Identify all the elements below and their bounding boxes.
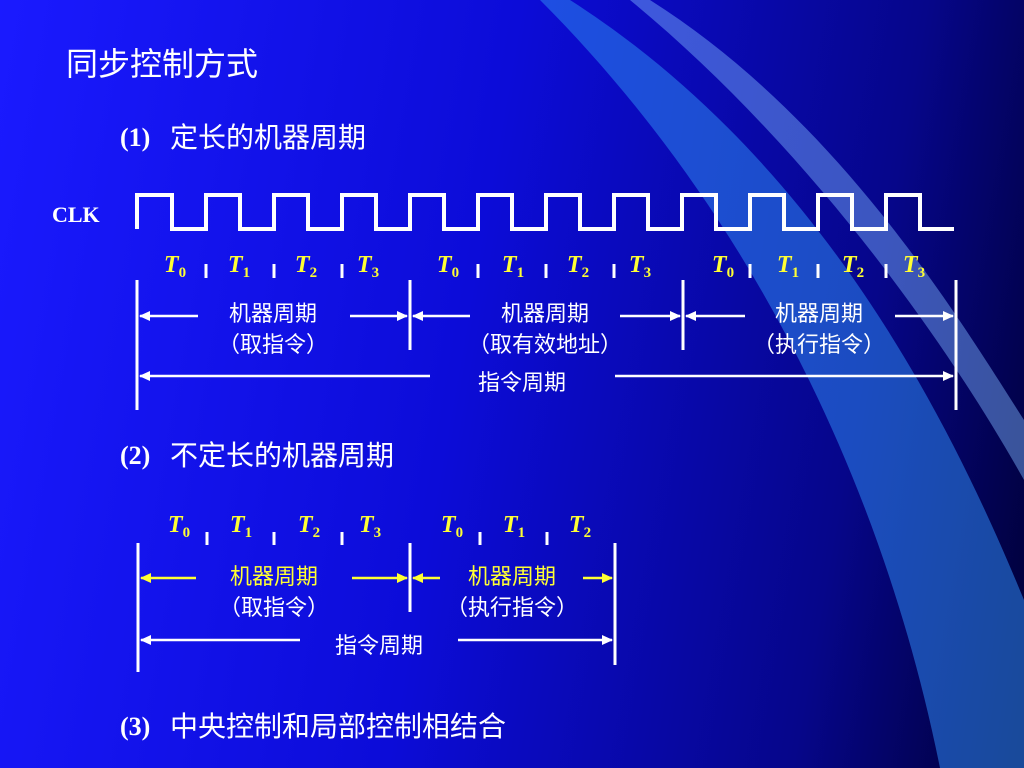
state-subscript: 1 [517,265,525,281]
state-subscript: 3 [372,265,380,281]
d2-cycle-1-label: 机器周期 [230,565,318,590]
state-label: T3 [357,252,379,281]
diagram-1-arrows [139,311,954,381]
section-1-heading: (1) 定长的机器周期 [120,121,366,154]
state-subscript: 1 [243,265,251,281]
d1-cycle-1-desc: （取指令） [218,333,328,358]
state-label: T0 [712,252,734,281]
clk-waveform [135,193,954,231]
state-label: T2 [567,252,589,281]
diagram-2-boundaries [136,543,617,672]
d1-instruction-cycle-label: 指令周期 [478,371,566,396]
d2-cycle-2-label: 机器周期 [468,565,556,590]
state-subscript: 0 [452,265,460,281]
d2-cycle-1-desc: （取指令） [219,596,329,621]
section-3-text: 中央控制和局部控制相结合 [170,710,506,743]
section-3-number: (3) [120,712,150,741]
state-subscript: 3 [374,525,382,541]
state-subscript: 1 [792,265,800,281]
diagram-2-state-labels: T0 T1 T2 T3 T0 T1 T2 [168,512,591,541]
section-2-text: 不定长的机器周期 [170,439,394,472]
d1-cycle-2-label: 机器周期 [501,302,589,327]
state-subscript: 2 [857,265,865,281]
state-subscript: 2 [582,265,590,281]
section-1-number: (1) [120,123,150,152]
diagram-1-cycle-labels: 机器周期 （取指令） 机器周期 （取有效地址） 机器周期 （执行指令） 指令周期 [218,302,885,396]
diagram-2-cycle-labels: 机器周期 （取指令） 机器周期 （执行指令） 指令周期 [219,565,578,659]
state-subscript: 1 [245,525,253,541]
state-subscript: 2 [584,525,592,541]
state-label: T0 [164,252,186,281]
state-subscript: 0 [727,265,735,281]
d1-cycle-3-desc: （执行指令） [753,333,885,358]
clk-label: CLK [52,202,100,227]
state-label: T2 [842,252,864,281]
state-label: T1 [502,252,524,281]
state-label: T3 [903,252,925,281]
section-2-heading: (2) 不定长的机器周期 [120,439,394,472]
state-label: T2 [569,512,591,541]
state-label: T1 [777,252,799,281]
state-subscript: 1 [518,525,526,541]
d2-cycle-2-desc: （执行指令） [446,596,578,621]
state-subscript: 2 [313,525,321,541]
state-subscript: 0 [456,525,464,541]
state-label: T3 [629,252,651,281]
section-1-text: 定长的机器周期 [170,121,366,154]
state-label: T1 [503,512,525,541]
state-label: T0 [168,512,190,541]
diagram-2-ticks [205,532,549,545]
state-subscript: 3 [644,265,652,281]
state-subscript: 0 [179,265,187,281]
state-label: T0 [441,512,463,541]
state-label: T2 [295,252,317,281]
diagram-1-ticks [204,264,888,278]
slide-title: 同步控制方式 [66,45,258,83]
state-label: T2 [298,512,320,541]
state-label: T3 [359,512,381,541]
state-subscript: 3 [918,265,926,281]
d1-cycle-1-label: 机器周期 [229,302,317,327]
diagram-1-state-labels: T0 T1 T2 T3 T0 T1 T2 T3 T0 T1 T2 T3 [164,252,925,281]
diagram-2-arrows [140,573,613,583]
diagram-1-boundaries [135,280,958,410]
d1-cycle-3-label: 机器周期 [775,302,863,327]
state-label: T1 [228,252,250,281]
section-3-heading: (3) 中央控制和局部控制相结合 [120,710,506,743]
state-subscript: 0 [183,525,191,541]
state-subscript: 2 [310,265,318,281]
d1-cycle-2-desc: （取有效地址） [468,333,622,358]
state-label: T1 [230,512,252,541]
state-label: T0 [437,252,459,281]
d2-instruction-cycle-label: 指令周期 [335,634,423,659]
section-2-number: (2) [120,441,150,470]
diagram-2-total-arrow [140,635,613,645]
